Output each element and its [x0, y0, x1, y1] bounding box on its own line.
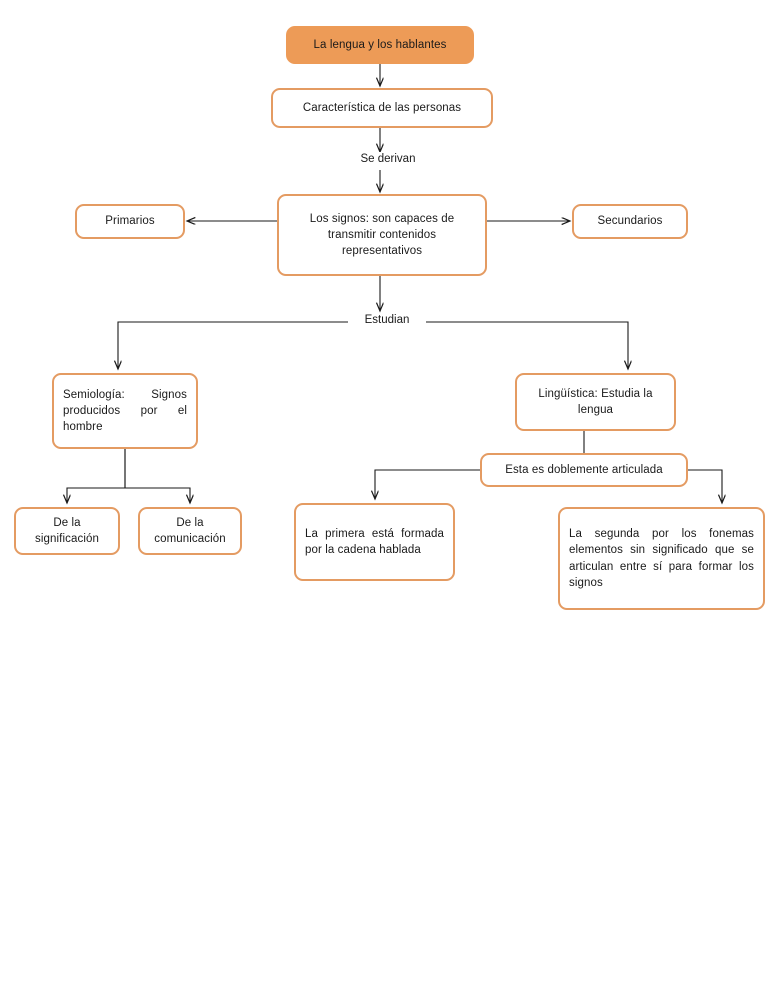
edge-estudian-to-linguistica — [418, 321, 628, 369]
node-secundarios[interactable]: Secundarios — [572, 204, 688, 239]
edge-semiologia-to-significacion — [67, 449, 126, 503]
node-primera-label: La primera está formada por la cadena ha… — [305, 527, 444, 556]
node-la-primera[interactable]: La primera está formada por la cadena ha… — [294, 503, 455, 581]
node-root-label: La lengua y los hablantes — [313, 38, 447, 51]
node-caracteristica-de-las-personas[interactable]: Característica de las personas — [271, 88, 493, 128]
node-de-la-comunicacion[interactable]: De la comunicación — [138, 507, 242, 555]
node-los-signos[interactable]: Los signos: son capaces de transmitir co… — [277, 194, 487, 276]
node-primarios[interactable]: Primarios — [75, 204, 185, 239]
node-esta-es-doblemente-articulada[interactable]: Esta es doblemente articulada — [480, 453, 688, 487]
node-primarios-label: Primarios — [105, 215, 155, 228]
edge-estudian-to-semiologia — [118, 321, 348, 369]
node-root-la-lengua-y-los-hablantes[interactable]: La lengua y los hablantes — [286, 26, 474, 64]
edge-label-estudian: Estudian — [348, 313, 426, 329]
node-segunda-label: La segunda por los fonemas elementos sin… — [569, 527, 754, 589]
node-secundarios-label: Secundarios — [597, 215, 663, 228]
node-linguistica[interactable]: Lingüística: Estudia la lengua — [515, 373, 676, 431]
edge-label-se-derivan: Se derivan — [340, 152, 436, 168]
node-signos-label: Los signos: son capaces de transmitir co… — [309, 212, 455, 258]
node-semiologia[interactable]: Semiología: Signos producidos por el hom… — [52, 373, 198, 449]
node-linguistica-label: Lingüística: Estudia la lengua — [538, 387, 653, 416]
node-de-la-significacion[interactable]: De la significación — [14, 507, 120, 555]
node-comunicacion-label: De la comunicación — [154, 516, 226, 545]
node-significacion-label: De la significación — [35, 516, 99, 545]
edge-articulada-to-primera — [375, 469, 480, 499]
node-caracteristica-label: Característica de las personas — [302, 101, 462, 114]
node-semiologia-label: Semiología: Signos producidos por el hom… — [63, 388, 187, 434]
node-la-segunda[interactable]: La segunda por los fonemas elementos sin… — [558, 507, 765, 610]
edge-semiologia-to-comunicacion — [124, 449, 190, 503]
edge-articulada-to-segunda — [688, 469, 722, 503]
node-articulada-label: Esta es doblemente articulada — [505, 463, 663, 476]
